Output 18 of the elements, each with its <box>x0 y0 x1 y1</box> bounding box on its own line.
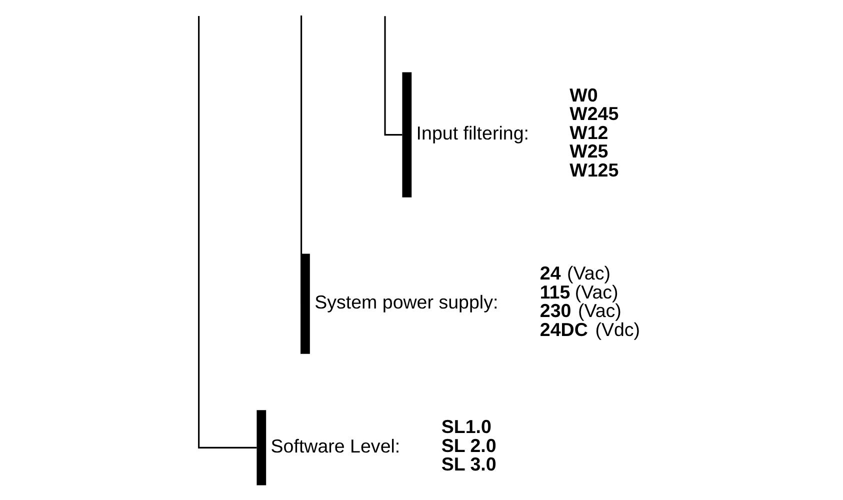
node-label: W12 <box>570 122 608 143</box>
node-label: SL 3.0 <box>441 454 496 475</box>
node-box <box>256 410 266 486</box>
node-box <box>402 72 412 198</box>
node-label: W125 <box>570 159 619 180</box>
node-label: System power supply: <box>314 292 498 313</box>
connector <box>384 16 402 136</box>
node-label: Input filtering: <box>416 122 529 144</box>
connector <box>300 16 302 304</box>
node-label: Software Level: <box>270 436 400 457</box>
node-box <box>300 254 310 354</box>
node-label: W25 <box>570 140 608 162</box>
connector <box>198 16 257 448</box>
node-label: SL1.0 <box>441 416 492 437</box>
node-label: W245 <box>570 103 619 124</box>
node-label: 24 (Vac) <box>540 262 610 284</box>
node-label: SL 2.0 <box>441 434 496 456</box>
node-label: W0 <box>570 84 598 106</box>
